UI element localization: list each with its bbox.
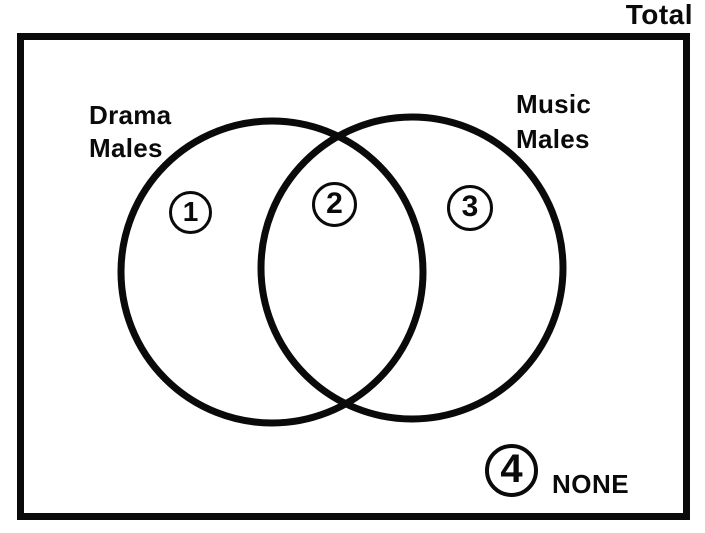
total-label: Total [625, 0, 693, 30]
region-4-marker: 4 [485, 444, 538, 497]
music-set-label: Music Males [516, 87, 591, 157]
drama-label-line2: Males [89, 133, 163, 163]
drama-label-line1: Drama [89, 100, 172, 130]
region-1-marker: 1 [169, 191, 212, 234]
region-2-marker: 2 [312, 182, 357, 227]
drama-set-label: Drama Males [89, 99, 171, 165]
music-label-line2: Males [516, 124, 590, 154]
region-3-marker: 3 [447, 185, 493, 231]
music-label-line1: Music [516, 89, 592, 119]
none-label: NONE [552, 469, 630, 499]
universe-frame [17, 33, 690, 520]
